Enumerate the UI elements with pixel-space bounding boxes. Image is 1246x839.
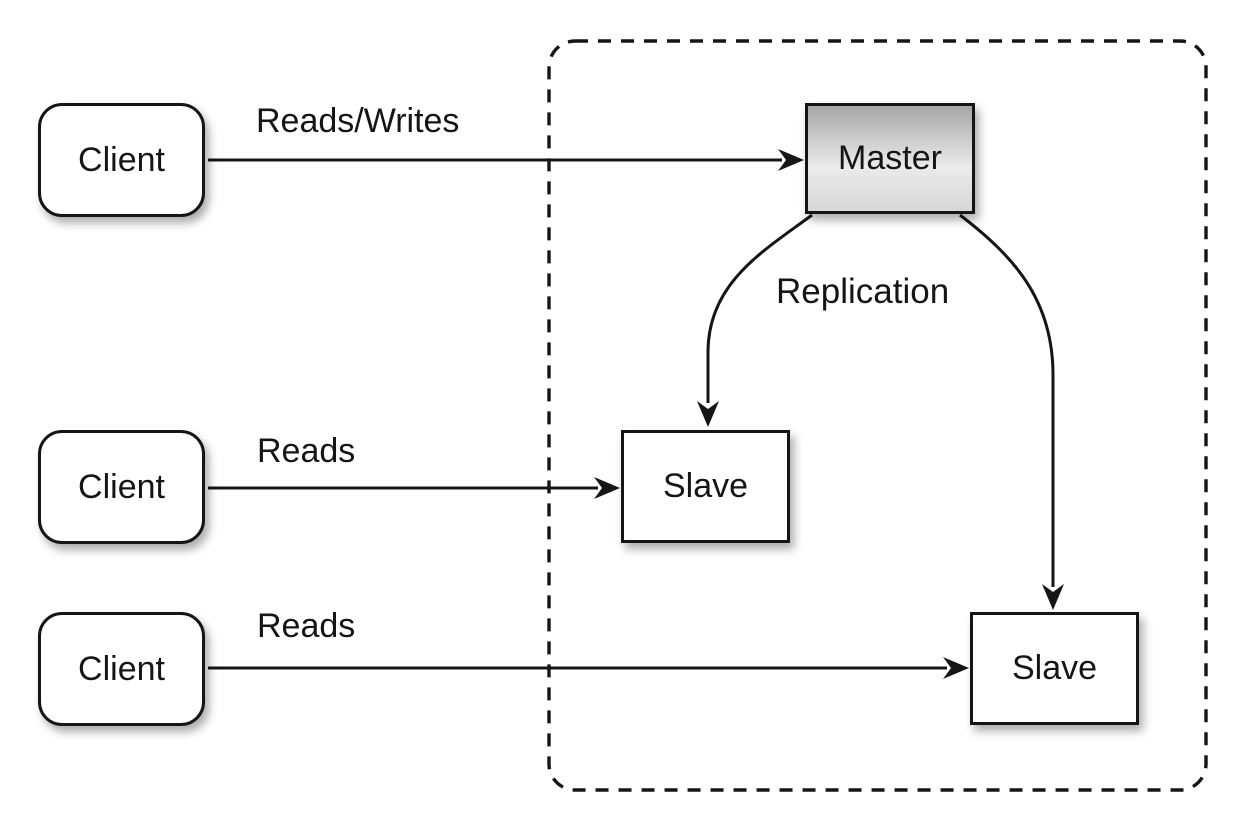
node-client-middle-label: Client (78, 467, 165, 506)
reads-bottom-arrowhead (943, 657, 969, 679)
replication-right-arrow-line (959, 213, 1055, 587)
node-slave-bottom: Slave (970, 612, 1139, 725)
edge-label-reads-bottom: Reads (257, 607, 356, 645)
edge-label-replication: Replication (776, 272, 950, 311)
node-slave-bottom-label: Slave (1011, 649, 1098, 687)
node-slave-middle-label: Slave (662, 467, 749, 505)
node-client-middle: Client (38, 430, 205, 544)
node-client-bottom: Client (38, 612, 205, 726)
edge-label-reads-middle: Reads (257, 432, 356, 470)
node-master-label: Master (838, 139, 942, 177)
replication-right-arrowhead (1042, 584, 1064, 610)
replication-left-arrowhead (697, 401, 719, 427)
node-client-top: Client (38, 103, 205, 217)
replication-left-arrow-line (706, 213, 813, 403)
node-client-top-label: Client (78, 140, 165, 179)
node-slave-middle: Slave (621, 430, 790, 543)
reads-writes-arrowhead (778, 149, 804, 171)
cluster-boundary (547, 39, 1208, 792)
node-master: Master (805, 103, 975, 214)
edge-label-reads-writes: Reads/Writes (256, 102, 460, 140)
node-client-bottom-label: Client (78, 649, 165, 688)
reads-middle-arrowhead (594, 477, 620, 499)
